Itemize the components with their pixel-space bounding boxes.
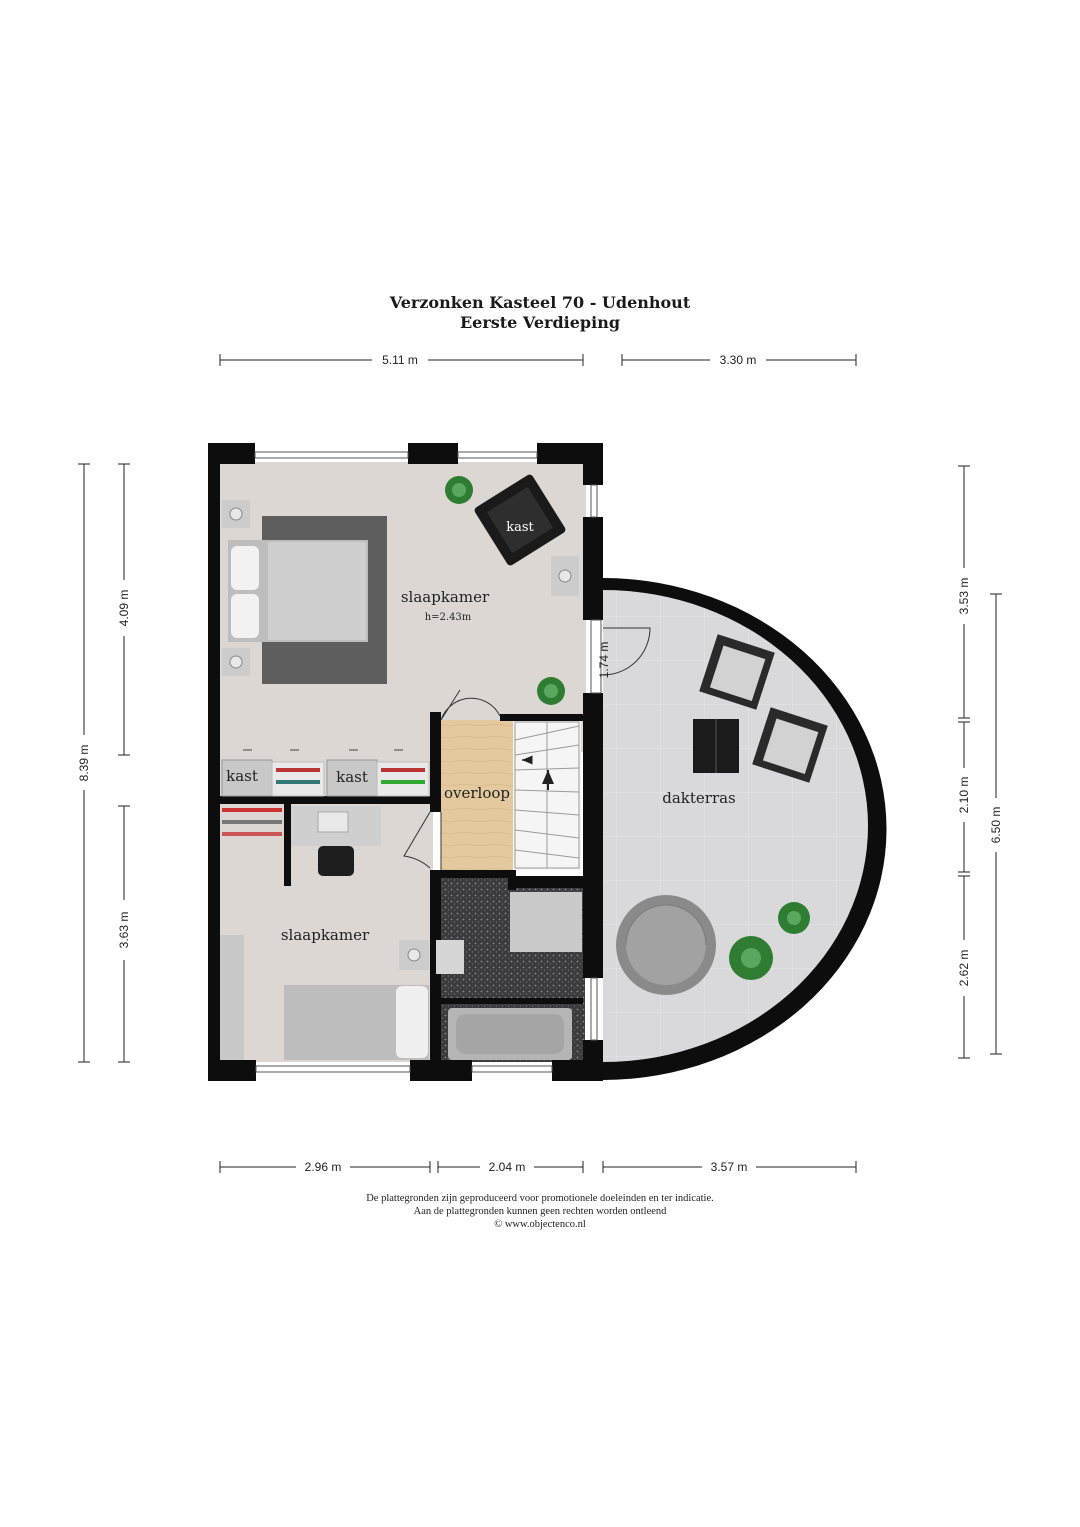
disclaimer-line-1: De plattegronden zijn geproduceerd voor … <box>366 1193 714 1204</box>
dimension-bottom-right: 3.57 m <box>711 1160 748 1174</box>
hanging-clothes <box>222 768 425 836</box>
dimension-left-upper: 4.09 m <box>117 590 131 627</box>
closet <box>221 759 273 797</box>
dimension-bottom-left: 2.96 m <box>305 1160 342 1174</box>
room-label-landing: overloop <box>444 784 510 802</box>
plant-icon <box>778 902 810 934</box>
dimension-top-left: 5.11 m <box>382 353 418 367</box>
plant-icon <box>537 677 565 705</box>
windows <box>254 451 602 1073</box>
clothes-rail <box>376 761 430 797</box>
closet-label: kast <box>506 520 534 535</box>
landing-floor <box>441 720 513 870</box>
sink <box>436 940 464 974</box>
lounge-chair <box>699 634 775 710</box>
lounge-chair <box>752 707 828 783</box>
room-label-bedroom-top: slaapkamer <box>401 588 490 606</box>
dimension-left-total: 8.39 m <box>77 745 91 782</box>
wardrobe <box>220 935 244 1060</box>
dimension-bottom-mid: 2.04 m <box>489 1160 526 1174</box>
clothes-rail <box>271 761 325 797</box>
shower <box>510 892 582 952</box>
dimension-right-lower: 2.62 m <box>957 950 971 987</box>
closet-label: kast <box>336 768 368 786</box>
dimension-door-width: 1.74 m <box>597 642 611 679</box>
plant-icon <box>445 476 473 504</box>
pillow <box>231 546 259 590</box>
ceiling-height: h=2.43m <box>425 612 472 623</box>
dimension-right-upper: 3.53 m <box>957 578 971 615</box>
plant-icon <box>729 936 773 980</box>
walls <box>208 443 603 1081</box>
disclaimer-line-2: Aan de plattegronden kunnen geen rechten… <box>413 1206 667 1217</box>
pillow <box>231 594 259 638</box>
dimension-lines <box>78 354 1002 1173</box>
closet-label: kast <box>226 767 258 785</box>
monitor-icon <box>317 811 349 833</box>
room-label-bedroom-bottom: slaapkamer <box>281 926 370 944</box>
dimension-right-total: 6.50 m <box>989 807 1003 844</box>
staircase <box>514 721 580 869</box>
room-label-roof-terrace: dakterras <box>662 789 736 807</box>
plan-subtitle: Eerste Verdieping <box>459 313 621 332</box>
pillow <box>396 986 428 1058</box>
office-chair <box>318 846 354 876</box>
plan-title: Verzonken Kasteel 70 - Udenhout <box>389 293 691 312</box>
door-swings <box>403 627 651 870</box>
armchair <box>474 474 566 566</box>
dimension-left-lower: 3.63 m <box>117 912 131 949</box>
dimension-top-right: 3.30 m <box>720 353 757 367</box>
dimension-right-mid: 2.10 m <box>957 777 971 814</box>
copyright: © www.objectenco.nl <box>494 1219 586 1230</box>
